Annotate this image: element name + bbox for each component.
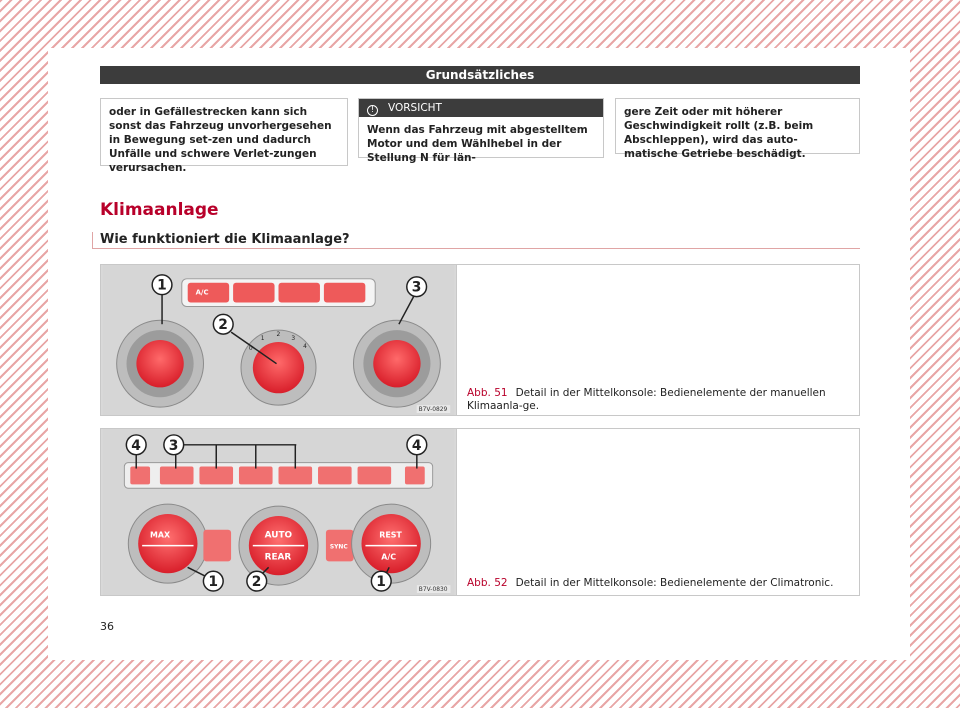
callout-2: 2	[218, 317, 228, 333]
sync-label: SYNC	[330, 545, 348, 551]
rear-label: REAR	[265, 552, 292, 562]
text-box-right: gere Zeit oder mit höherer Geschwindigke…	[615, 98, 860, 160]
dial-mark-2: 2	[277, 332, 281, 338]
sync-button[interactable]	[325, 529, 354, 562]
seat-button-5[interactable]	[357, 466, 392, 485]
right-seat-heat-knob[interactable]	[373, 340, 421, 388]
button-left-4[interactable]	[130, 466, 151, 485]
callout-1-right: 1	[376, 574, 386, 590]
caution-box: ! VORSICHT Wenn das Fahrzeug mit abgestel…	[358, 98, 604, 164]
fan-speed-knob[interactable]	[252, 341, 305, 394]
figure-caption-text: Detail in der Mittelkonsole: Bedieneleme…	[467, 387, 826, 412]
image-code: B7V-0829	[419, 407, 448, 413]
callout-4-left: 4	[131, 438, 141, 454]
seat-button-4[interactable]	[278, 466, 313, 485]
text-box-left: oder in Gefällestrecken kann sich sonst …	[100, 98, 348, 174]
button-right-4[interactable]	[404, 466, 425, 485]
max-label: MAX	[150, 531, 170, 540]
section-subtitle: Wie funktioniert die Klimaanlage?	[100, 232, 350, 247]
section-title: Klimaanlage	[100, 200, 219, 220]
callout-1-left: 1	[208, 574, 218, 590]
ac-button-label: A/C	[196, 289, 209, 297]
auto-label: AUTO	[265, 531, 293, 541]
fan-left-button[interactable]	[203, 529, 232, 562]
seat-button-2[interactable]	[199, 466, 234, 485]
info-circle-icon: !	[367, 105, 378, 116]
caution-heading: ! VORSICHT	[359, 99, 603, 117]
page-number: 36	[100, 620, 114, 633]
manual-climate-panel-illustration: A/C 0 1 2 3 4	[102, 265, 455, 415]
dial-mark-0: 0	[249, 346, 253, 352]
figure-caption-text: Detail in der Mittelkonsole: Bedieneleme…	[515, 577, 834, 589]
rest-label: REST	[379, 531, 402, 540]
figure-caption: Abb. 52 Detail in der Mittelkonsole: Bedi…	[467, 577, 857, 590]
figure-label: Abb. 52	[467, 577, 508, 589]
callout-3: 3	[169, 438, 179, 454]
subtitle-marker	[92, 232, 93, 249]
figure-52: MAX AUTO REAR SYNC REST A/C 4	[100, 428, 860, 596]
recirculation-button[interactable]	[323, 282, 366, 303]
caution-text: Wenn das Fahrzeug mit abgestelltem Motor…	[367, 124, 588, 164]
ac-button[interactable]	[187, 282, 230, 303]
callout-1: 1	[157, 278, 167, 294]
caution-heading-label: VORSICHT	[388, 102, 442, 114]
right-temperature-knob[interactable]	[361, 513, 421, 574]
figure-label: Abb. 51	[467, 387, 508, 399]
dial-mark-3: 3	[291, 336, 295, 342]
left-temperature-knob[interactable]	[138, 513, 198, 574]
left-seat-heat-knob[interactable]	[136, 340, 184, 388]
seat-button-1[interactable]	[159, 466, 194, 485]
callout-3: 3	[412, 280, 422, 296]
dial-mark-1: 1	[261, 336, 265, 342]
recirculation-auto-button[interactable]	[318, 466, 352, 485]
ac-label: A/C	[381, 552, 396, 561]
front-defrost-button[interactable]	[278, 282, 320, 303]
image-code: B7V-0830	[419, 587, 448, 593]
page-header: Grundsätzliches	[100, 66, 860, 84]
callout-2: 2	[252, 574, 262, 590]
dial-mark-4: 4	[303, 344, 307, 350]
seat-button-3[interactable]	[238, 466, 273, 485]
figure-51: A/C 0 1 2 3 4	[100, 264, 860, 416]
climatronic-panel-illustration: MAX AUTO REAR SYNC REST A/C 4	[102, 429, 455, 595]
callout-4-right: 4	[412, 438, 422, 454]
page: Grundsätzliches oder in Gefällestrecken …	[48, 48, 910, 660]
climatronic-panel-image: MAX AUTO REAR SYNC REST A/C 4	[101, 429, 457, 595]
rear-defrost-button[interactable]	[233, 282, 275, 303]
manual-climate-panel-image: A/C 0 1 2 3 4	[101, 265, 457, 415]
subtitle-rule	[92, 248, 860, 249]
